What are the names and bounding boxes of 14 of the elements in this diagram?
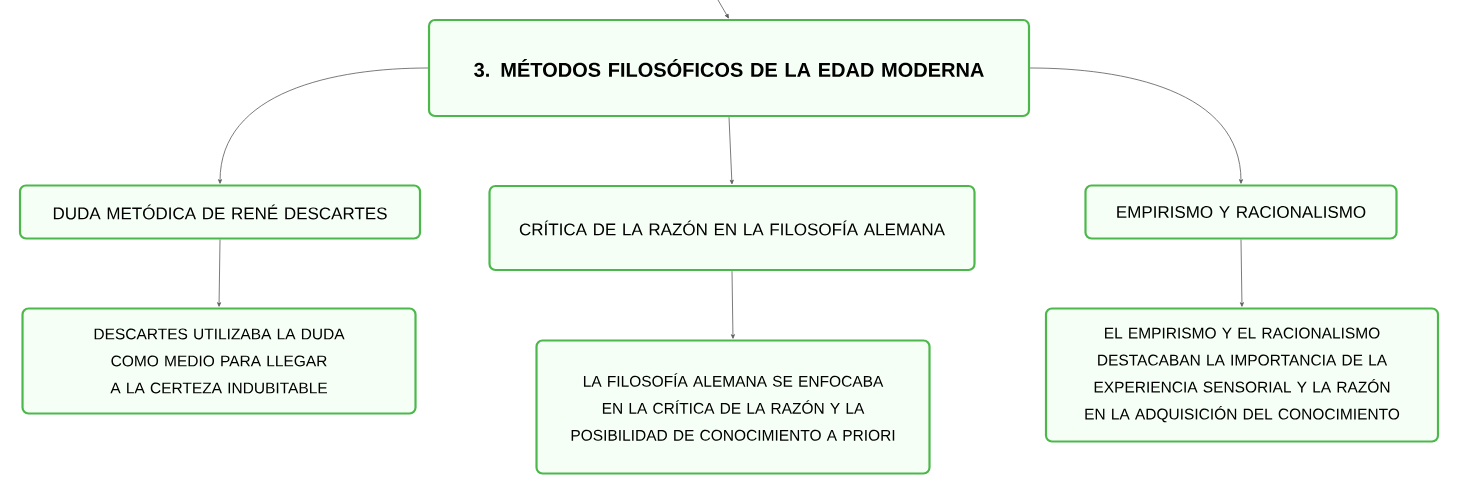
arrow: [1239, 239, 1244, 307]
arrow: [717, 0, 729, 19]
description-box: LA FILOSOFÍA ALEMANA SE ENFOCABA EN LA CRÍTICA DE LA RAZÓN Y LA POSIBILIDAD DE CONOCIMIENTO A PRIORI: [535, 339, 931, 475]
description-box: DESCARTES UTILIZABA LA DUDA COMO MEDIO PARA LLEGAR A LA CERTEZA INDUBITABLE: [21, 307, 417, 415]
description-box: EL EMPIRISMO Y EL RACIONALISMO DESTACABAN LA IMPORTANCIA DE LA EXPERIENCIA SENSORIAL Y LA RAZÓN EN LA ADQUISICIÓN DEL CONOCIMIENTO: [1044, 307, 1440, 443]
arrow: [730, 270, 735, 339]
arrow: [1029, 67, 1243, 184]
arrow: [728, 116, 734, 185]
topic-box: 3. MÉTODOS FILOSÓFICOS DE LA EDAD MODERNA: [427, 18, 1031, 118]
subtopic-box: CRÍTICA DE LA RAZÓN EN LA FILOSOFÍA ALEMANA: [488, 184, 976, 272]
arrow: [217, 239, 222, 307]
subtopic-box: DUDA METÓDICA DE RENÉ DESCARTES: [18, 184, 422, 240]
arrow: [218, 67, 429, 184]
subtopic-box: EMPIRISMO Y RACIONALISMO: [1084, 184, 1398, 240]
